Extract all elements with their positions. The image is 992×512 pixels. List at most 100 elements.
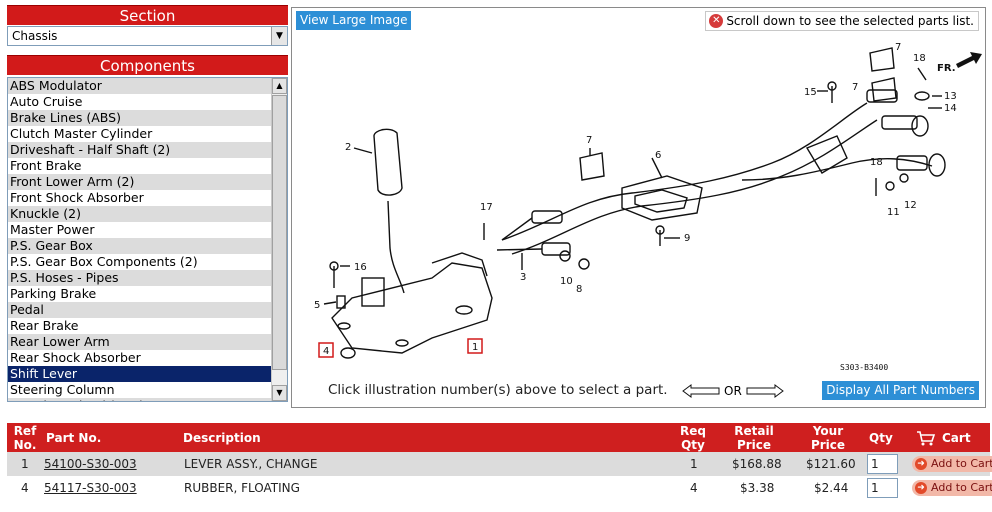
pin-18-upper xyxy=(917,67,927,81)
scroll-down-icon[interactable]: ▼ xyxy=(272,385,287,401)
cable-bracket xyxy=(621,175,703,221)
row-part-no-link[interactable]: 54117-S30-003 xyxy=(44,481,137,495)
callout-8[interactable]: 8 xyxy=(576,284,582,295)
component-item[interactable]: P.S. Gear Box xyxy=(8,238,271,254)
housing-hole-bottom xyxy=(395,339,409,347)
col-qty: Qty xyxy=(869,423,893,452)
component-item[interactable]: Front Shock Absorber xyxy=(10,190,144,205)
component-item[interactable]: Pedal xyxy=(8,302,271,318)
section-header: Section xyxy=(7,5,288,25)
scroll-note-text: Scroll down to see the selected parts li… xyxy=(726,14,974,28)
nut-8 xyxy=(578,258,590,270)
col-cart: Cart xyxy=(916,423,971,452)
arrow-right-icon: ➜ xyxy=(915,482,927,494)
cable-end-upper xyxy=(866,89,898,103)
component-item[interactable]: Brake Lines (ABS) xyxy=(8,110,271,126)
callout-5[interactable]: 5 xyxy=(314,300,320,311)
scrollbar-thumb[interactable] xyxy=(272,95,287,370)
shift-cable-lower xyxy=(511,119,878,255)
callout-2[interactable]: 2 xyxy=(345,142,351,153)
callout-14[interactable]: 14 xyxy=(944,103,957,114)
view-large-image-button[interactable]: View Large Image xyxy=(296,11,412,30)
diagram-navigation: OR xyxy=(682,384,784,398)
leader-2 xyxy=(353,147,373,154)
table-row: 1 54100-S30-003 LEVER ASSY., CHANGE 1 $1… xyxy=(7,452,992,476)
diagram-panel: FR. 2 5 16 17 3 10 8 9 6 7 7 7 15 18 13 … xyxy=(291,7,986,408)
components-scrollbar[interactable]: ▲ ▼ xyxy=(271,78,287,401)
add-to-cart-button[interactable]: ➜ Add to Cart xyxy=(912,480,992,496)
cable-end-left-lower xyxy=(541,242,571,256)
cable-bracket-inner xyxy=(634,189,688,213)
cable-rod-lower xyxy=(496,248,543,251)
component-item[interactable]: P.S. Hoses - Pipes xyxy=(8,270,271,286)
callout-4[interactable]: 4 xyxy=(323,346,329,357)
callout-10[interactable]: 10 xyxy=(560,276,573,287)
component-item[interactable]: Master Power xyxy=(10,222,95,237)
callout-7-left[interactable]: 7 xyxy=(586,135,592,146)
callout-4-selected[interactable]: 4 xyxy=(318,342,334,358)
callout-3[interactable]: 3 xyxy=(520,272,526,283)
shift-lever-diagram: FR. 2 5 16 17 3 10 8 9 6 7 7 7 15 18 13 … xyxy=(314,42,982,372)
col-your-price: Your Price xyxy=(811,423,845,452)
section-select[interactable]: Chassis ▼ xyxy=(7,26,288,46)
callout-1-selected[interactable]: 1 xyxy=(467,338,483,354)
shift-lever-housing xyxy=(331,262,493,354)
callout-11[interactable]: 11 xyxy=(887,207,900,218)
row-qty-input[interactable]: 1 xyxy=(867,454,898,474)
callout-6[interactable]: 6 xyxy=(655,150,661,161)
component-item[interactable]: Rear Shock Absorber xyxy=(10,350,141,365)
callout-13[interactable]: 13 xyxy=(944,91,957,102)
component-item[interactable]: Driveshaft - Half Shaft (2) xyxy=(8,142,271,158)
arrow-right-icon[interactable] xyxy=(746,384,784,398)
component-item[interactable]: P.S. Gear Box Components (2) xyxy=(10,254,198,269)
component-item[interactable]: Parking Brake xyxy=(10,286,97,301)
callout-12[interactable]: 12 xyxy=(904,200,917,211)
row-part-no-link[interactable]: 54100-S30-003 xyxy=(44,457,137,471)
washer-13 xyxy=(914,91,930,101)
callout-17[interactable]: 17 xyxy=(480,202,493,213)
callout-9[interactable]: 9 xyxy=(684,233,690,244)
callout-15[interactable]: 15 xyxy=(804,87,817,98)
component-item[interactable]: ABS Modulator xyxy=(8,78,271,94)
component-item[interactable]: Front Lower Arm (2) xyxy=(8,174,271,190)
clip-7-upper xyxy=(871,77,897,102)
section-select-value: Chassis xyxy=(12,29,58,43)
component-item[interactable]: Front Brake xyxy=(10,158,82,173)
callout-7-top[interactable]: 7 xyxy=(895,42,901,53)
component-item[interactable]: Rear Brake xyxy=(10,318,79,333)
scroll-note: ✕ Scroll down to see the selected parts … xyxy=(705,11,979,31)
col-qty-label: Qty xyxy=(869,430,893,445)
shift-cable-upper xyxy=(501,102,868,241)
component-item[interactable]: Rear Lower Arm xyxy=(8,334,271,350)
component-item[interactable]: Shift Lever xyxy=(8,366,271,382)
housing-arm xyxy=(431,252,488,277)
col-retail-line1: Retail xyxy=(734,423,774,438)
display-all-part-numbers-button[interactable]: Display All Part Numbers xyxy=(822,381,979,400)
col-ref: Ref No. xyxy=(13,423,37,452)
close-circle-icon: ✕ xyxy=(709,14,724,28)
housing-block xyxy=(361,277,385,307)
callout-16[interactable]: 16 xyxy=(354,262,367,273)
callout-18-upper[interactable]: 18 xyxy=(913,53,926,64)
col-part-no: Part No. xyxy=(46,423,101,452)
component-item[interactable]: Auto Cruise xyxy=(10,94,83,109)
callout-18-lower[interactable]: 18 xyxy=(870,157,883,168)
component-item[interactable]: Steering Column xyxy=(10,382,115,397)
callout-1[interactable]: 1 xyxy=(472,342,478,353)
scroll-up-icon[interactable]: ▲ xyxy=(272,78,287,94)
chevron-down-icon[interactable]: ▼ xyxy=(271,27,287,45)
or-label: OR xyxy=(724,384,742,398)
cart-icon xyxy=(917,430,936,445)
row-qty-input[interactable]: 1 xyxy=(867,478,898,498)
add-to-cart-label: Add to Cart xyxy=(931,457,992,470)
col-req-line1: Req xyxy=(680,423,706,438)
component-item[interactable]: Clutch Master Cylinder xyxy=(10,126,153,141)
component-item[interactable]: Steering Wheel (SRS) xyxy=(8,398,271,401)
arrow-left-icon[interactable] xyxy=(682,384,720,398)
callout-7-upper[interactable]: 7 xyxy=(852,82,858,93)
add-to-cart-button[interactable]: ➜ Add to Cart xyxy=(912,456,992,472)
component-item[interactable]: Knuckle (2) xyxy=(8,206,271,222)
clip-7-top xyxy=(869,47,895,72)
